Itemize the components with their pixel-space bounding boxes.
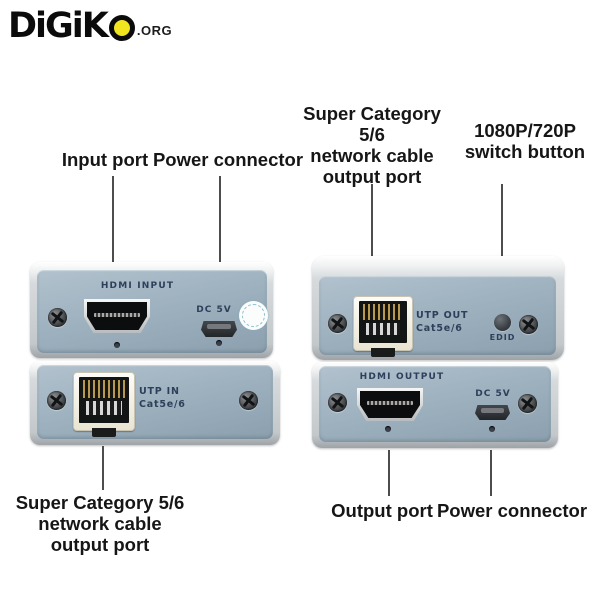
callout-line: Input port <box>61 149 149 170</box>
callout-line: Power connector <box>152 149 304 170</box>
hdmi-port <box>357 388 423 421</box>
callout-power-connector-bottom: Power connector <box>432 500 592 521</box>
callout-line: output port <box>50 534 150 555</box>
rj45-contacts <box>365 322 401 336</box>
micro-usb-port <box>201 321 237 337</box>
hdmi-port-inner <box>360 391 420 418</box>
phillips-screw <box>328 314 347 333</box>
led-indicator-dot <box>114 342 120 348</box>
rj45-contacts <box>86 400 122 415</box>
edid-label: EDID <box>489 333 516 342</box>
rj45-port-inner <box>359 301 407 343</box>
rj45-pins <box>362 303 404 321</box>
edid-button <box>494 314 511 331</box>
brand-o-circle-icon <box>108 15 135 41</box>
hdmi-port <box>84 299 150 333</box>
led-indicator-dot <box>216 340 222 346</box>
phillips-screw <box>518 394 537 413</box>
phillips-screw <box>47 391 66 410</box>
pointer-line-power-connector-bottom <box>490 450 492 496</box>
micro-usb-port <box>475 405 510 420</box>
callout-power-connector-top: Power connector <box>145 149 311 170</box>
device-transmitter-back: UTP IN Cat5e/6 <box>30 361 280 445</box>
phillips-screw <box>239 391 258 410</box>
callout-switch-button: 1080P/720P switch button <box>445 120 600 162</box>
pointer-line-cat-cable-top <box>371 184 373 265</box>
utp-out-label: UTP OUT Cat5e/6 <box>416 309 491 335</box>
device-face <box>37 270 267 353</box>
rj45-port <box>353 296 413 357</box>
pointer-line-output-port <box>388 450 390 496</box>
utp-out-label-line1: UTP OUT <box>416 310 469 321</box>
dc5v-label: DC 5V <box>475 389 511 399</box>
brand-suffix: .ORG <box>136 23 173 38</box>
callout-line: Super Category 5/6 <box>15 492 185 513</box>
callout-line: output port <box>322 166 422 187</box>
led-indicator-dot <box>385 426 391 432</box>
pointer-line-cat-cable-bottom <box>102 446 104 490</box>
phillips-screw <box>328 393 347 412</box>
pointer-line-input-port <box>112 176 114 264</box>
callout-cat-cable-top: Super Category 5/6 network cable output … <box>290 103 454 187</box>
hdmi-pin-row <box>367 401 413 406</box>
hdmi-pin-row <box>94 312 140 317</box>
qc-sticker <box>239 301 268 330</box>
hdmi-port-inner <box>87 302 147 330</box>
device-receiver-front: HDMI OUTPUT DC 5V <box>312 362 558 448</box>
callout-line: Super Category 5/6 <box>303 103 441 145</box>
callout-cat-cable-bottom: Super Category 5/6 network cable output … <box>10 492 190 555</box>
callout-line: switch button <box>464 141 586 162</box>
callout-line: 1080P/720P <box>474 120 576 141</box>
device-receiver-back: UTP OUT Cat5e/6 EDID <box>312 256 564 360</box>
pointer-line-switch-button <box>501 184 503 265</box>
led-indicator-dot <box>489 426 495 432</box>
callout-line: Power connector <box>436 500 588 521</box>
phillips-screw <box>48 308 67 327</box>
rj45-clip-tab <box>371 348 395 357</box>
phillips-screw <box>519 315 538 334</box>
utp-in-label-line2: Cat5e/6 <box>139 399 186 410</box>
brand-name: DiGiK <box>8 6 109 46</box>
rj45-port <box>73 372 135 437</box>
micro-usb-slot <box>207 324 231 329</box>
utp-out-label-line2: Cat5e/6 <box>416 323 463 334</box>
rj45-port-inner <box>79 377 129 423</box>
callout-line: network cable <box>310 145 434 166</box>
device-transmitter-front: HDMI INPUT DC 5V <box>30 262 273 358</box>
brand-logo: DiGiK .ORG <box>8 4 172 46</box>
rj45-pins <box>83 379 125 399</box>
hdmi-input-label: HDMI INPUT <box>100 281 175 291</box>
micro-usb-slot <box>481 408 504 413</box>
utp-in-label-line1: UTP IN <box>139 386 180 397</box>
callout-output-port: Output port <box>312 500 452 521</box>
callout-line: network cable <box>38 513 162 534</box>
utp-in-label: UTP IN Cat5e/6 <box>139 385 209 411</box>
callout-input-port: Input port <box>40 149 170 170</box>
pointer-line-power-connector-top <box>219 176 221 264</box>
hdmi-output-label: HDMI OUTPUT <box>359 372 445 382</box>
dc5v-label: DC 5V <box>196 305 232 315</box>
rj45-clip-tab <box>92 428 116 437</box>
callout-line: Output port <box>331 500 433 521</box>
